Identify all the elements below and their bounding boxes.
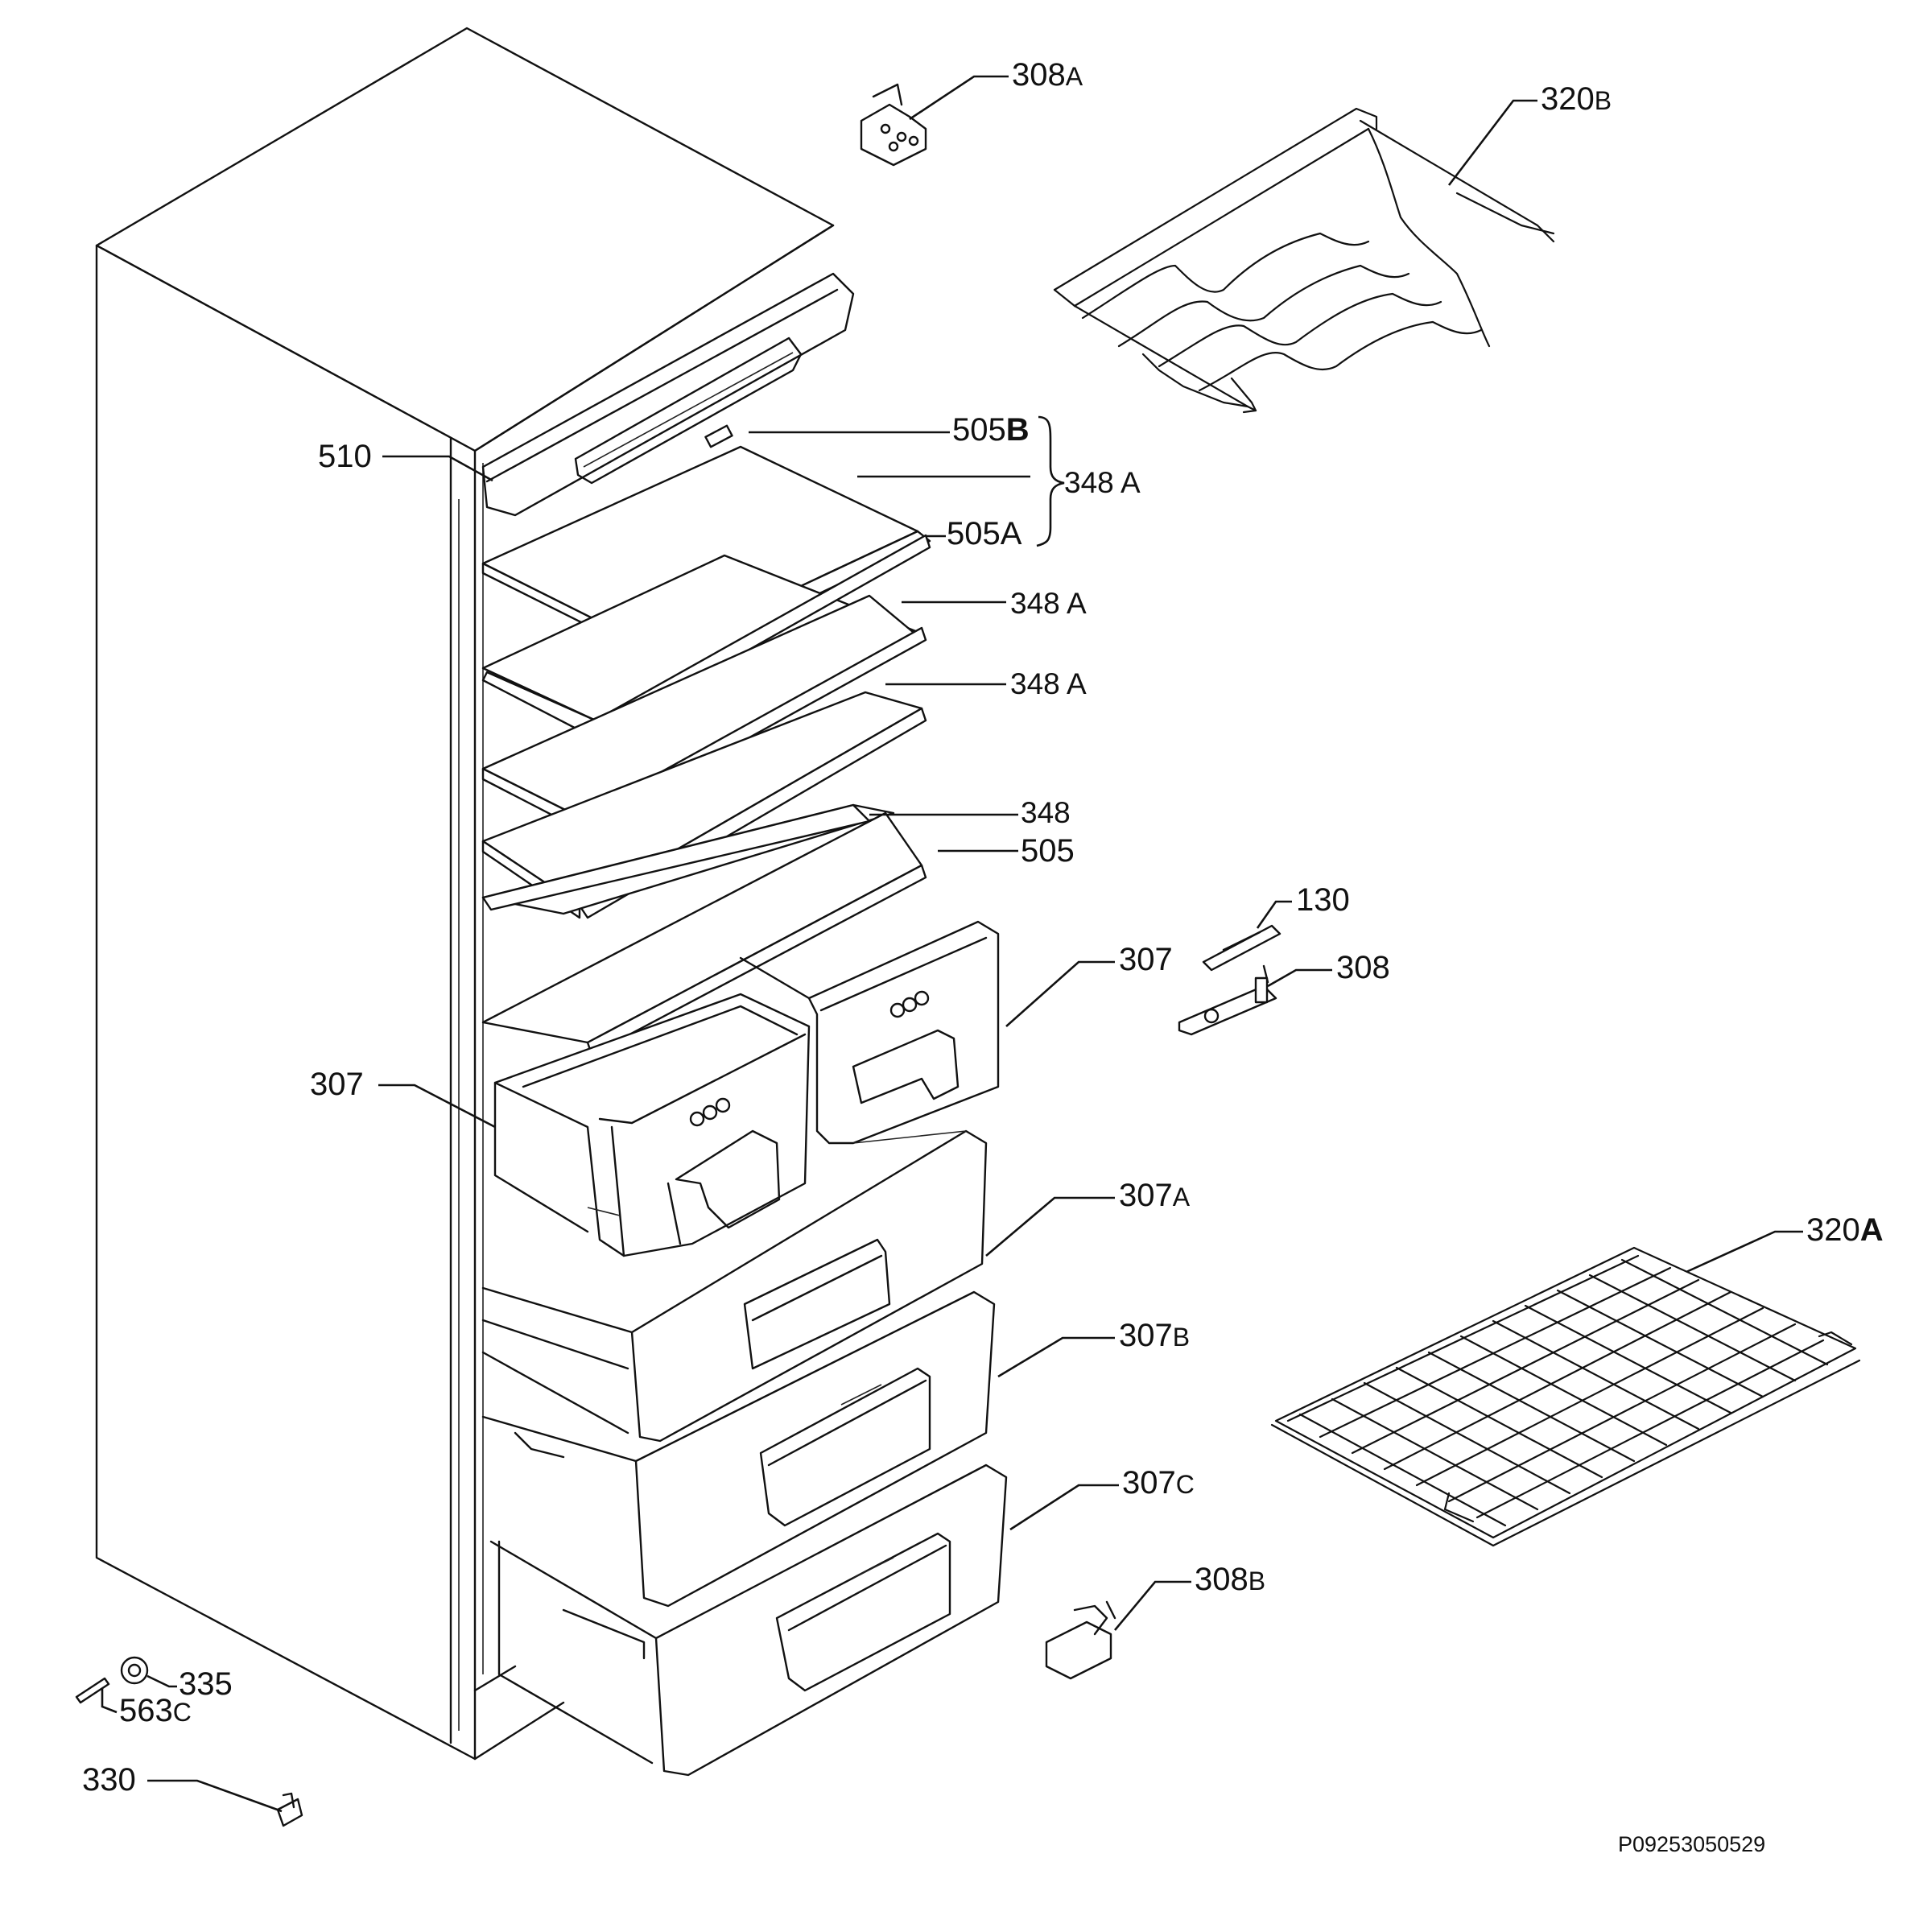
- bushing-335: [120, 1656, 149, 1685]
- freezer-drawer-307A: [481, 1129, 988, 1443]
- label-510: 510: [318, 439, 372, 474]
- drawing-reference: P09253050529: [1618, 1832, 1765, 1856]
- wire-shelf: [1270, 1246, 1861, 1547]
- label-505: 505: [1021, 833, 1075, 869]
- wine-rack: [1053, 107, 1555, 414]
- pin-563C: [75, 1677, 110, 1704]
- label-307A: 307A: [1119, 1178, 1191, 1213]
- freezer-drawer-307C: [489, 1463, 1008, 1777]
- label-348A-group: 348 A: [1064, 466, 1141, 499]
- label-320A: 320A: [1806, 1212, 1884, 1248]
- label-505A: 505A: [947, 516, 1022, 551]
- hinge-plate-130: [1202, 924, 1281, 972]
- crisper-box-left: [493, 993, 811, 1257]
- label-130: 130: [1296, 882, 1350, 918]
- hinge-308B: [1045, 1600, 1116, 1680]
- label-308A: 308A: [1012, 57, 1083, 93]
- label-307B: 307B: [1119, 1318, 1190, 1353]
- label-307-left: 307: [310, 1067, 364, 1102]
- hinge-308: [1178, 964, 1277, 1036]
- cabinet-body: [95, 27, 835, 1761]
- label-348A-second: 348 A: [1010, 587, 1087, 620]
- adjustable-foot-330: [276, 1792, 303, 1827]
- hinge-308A: [860, 83, 927, 167]
- control-panel: [481, 272, 855, 517]
- label-505B: 505B: [952, 412, 1030, 448]
- label-348A-third: 348 A: [1010, 667, 1087, 700]
- label-330: 330: [82, 1762, 136, 1798]
- label-307-right: 307: [1119, 942, 1173, 977]
- label-308: 308: [1336, 950, 1390, 985]
- label-348: 348: [1021, 796, 1071, 829]
- label-307C: 307C: [1122, 1465, 1195, 1501]
- label-563C: 563C: [119, 1693, 192, 1728]
- label-335: 335: [179, 1666, 233, 1702]
- part-labels: 308A 320B 505B 510 348 A 505A 348 A 348 …: [82, 57, 1884, 1856]
- label-308B: 308B: [1195, 1562, 1265, 1597]
- freezer-drawer-307B: [481, 1290, 996, 1608]
- label-320B: 320B: [1541, 81, 1612, 117]
- leader-lines: [101, 75, 1803, 1813]
- glass-shelf-5: [481, 803, 927, 1056]
